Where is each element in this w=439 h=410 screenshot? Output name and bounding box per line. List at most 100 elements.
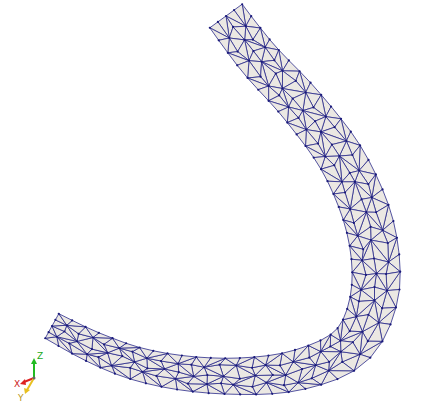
mesh-vertex bbox=[371, 196, 373, 198]
mesh-triangle bbox=[343, 309, 356, 320]
mesh-vertex bbox=[373, 299, 375, 301]
mesh-vertex bbox=[285, 374, 287, 376]
mesh-vertex bbox=[228, 37, 230, 39]
mesh-vertex bbox=[355, 316, 357, 318]
mesh-triangle bbox=[341, 341, 353, 352]
mesh-vertex bbox=[160, 386, 162, 388]
mesh-vertex bbox=[357, 235, 359, 237]
mesh-vertex bbox=[192, 391, 194, 393]
mesh-vertex bbox=[235, 364, 237, 366]
mesh-vertex bbox=[346, 308, 348, 310]
mesh-triangle bbox=[297, 130, 307, 146]
mesh-vertex bbox=[91, 348, 93, 350]
mesh-vertex bbox=[208, 392, 210, 394]
mesh-vertex bbox=[370, 239, 372, 241]
mesh-vertex bbox=[320, 131, 322, 133]
mesh-vertex bbox=[342, 319, 344, 321]
mesh-triangle bbox=[225, 358, 240, 365]
mesh-vertex bbox=[85, 360, 87, 362]
mesh-vertex bbox=[260, 61, 262, 63]
mesh-vertex bbox=[328, 361, 330, 363]
mesh-vertex bbox=[139, 346, 141, 348]
mesh-vertex bbox=[336, 378, 338, 380]
mesh-vertex bbox=[227, 52, 229, 54]
mesh-triangle bbox=[207, 383, 225, 394]
mesh-vertex bbox=[246, 77, 248, 79]
mesh-triangle bbox=[306, 130, 319, 146]
mesh-triangle bbox=[178, 364, 194, 377]
mesh-vertex bbox=[190, 364, 192, 366]
mesh-triangle bbox=[328, 181, 342, 194]
mesh-vertex bbox=[224, 357, 226, 359]
mesh-vertex bbox=[68, 342, 70, 344]
mesh-triangle bbox=[350, 246, 363, 260]
mesh-triangle bbox=[359, 290, 375, 302]
mesh-vertex bbox=[338, 155, 340, 157]
mesh-vertex bbox=[44, 337, 46, 339]
mesh-vertex bbox=[396, 237, 398, 239]
mesh-vertex bbox=[281, 352, 283, 354]
mesh-vertex bbox=[152, 350, 154, 352]
mesh-vertex bbox=[395, 306, 397, 308]
mesh-vertex bbox=[265, 381, 267, 383]
mesh-vertex bbox=[92, 336, 94, 338]
mesh-vertex bbox=[129, 378, 131, 380]
mesh-vertex bbox=[278, 94, 280, 96]
mesh-triangle bbox=[86, 327, 99, 338]
mesh-vertex bbox=[275, 72, 277, 74]
mesh-triangle bbox=[325, 145, 339, 157]
mesh-vertex bbox=[398, 288, 400, 290]
mesh-vertex bbox=[381, 340, 383, 342]
mesh-vertex bbox=[245, 25, 247, 27]
mesh-vertex bbox=[103, 343, 105, 345]
mesh-vertex bbox=[349, 208, 351, 210]
mesh-vertex bbox=[237, 51, 239, 53]
mesh-vertex bbox=[209, 27, 211, 29]
mesh-vertex bbox=[84, 326, 86, 328]
mesh-triangle bbox=[321, 165, 342, 182]
mesh-triangle bbox=[339, 207, 351, 220]
mesh-triangle bbox=[387, 272, 400, 291]
mesh-vertex bbox=[278, 49, 280, 51]
mesh-triangle bbox=[371, 240, 389, 262]
mesh-vertex bbox=[239, 378, 241, 380]
mesh-vertex bbox=[292, 97, 294, 99]
mesh-triangle bbox=[248, 61, 261, 78]
mesh-vertex bbox=[312, 106, 314, 108]
mesh-triangle bbox=[219, 38, 230, 53]
mesh-vertex bbox=[341, 361, 343, 363]
mesh-vertex bbox=[264, 46, 266, 48]
mesh-vertex bbox=[77, 333, 79, 335]
mesh-vertex bbox=[344, 191, 346, 193]
mesh-vertex bbox=[345, 140, 347, 142]
mesh-vertex bbox=[251, 367, 253, 369]
mesh-vertex bbox=[131, 351, 133, 353]
mesh-vertex bbox=[177, 363, 179, 365]
mesh-vertex bbox=[58, 313, 60, 315]
mesh-vertex bbox=[297, 117, 299, 119]
mesh-vertex bbox=[259, 27, 261, 29]
mesh-vertex bbox=[351, 284, 353, 286]
mesh-vertex bbox=[287, 106, 289, 108]
mesh-vertex bbox=[66, 324, 68, 326]
mesh-vertex bbox=[195, 356, 197, 358]
mesh-triangle bbox=[143, 369, 165, 376]
mesh-vertex bbox=[267, 100, 269, 102]
mesh-triangle bbox=[72, 354, 87, 361]
mesh-vertex bbox=[114, 373, 116, 375]
mesh-vertex bbox=[326, 180, 328, 182]
mesh-triangle bbox=[293, 346, 309, 362]
mesh-vertex bbox=[252, 39, 254, 41]
mesh-vertex bbox=[367, 183, 369, 185]
mesh-vertex bbox=[63, 330, 65, 332]
mesh-vertex bbox=[283, 384, 285, 386]
axis-label: X bbox=[14, 380, 20, 389]
mesh-triangle bbox=[59, 314, 72, 326]
mesh-vertex bbox=[111, 337, 113, 339]
mesh-vertex bbox=[273, 59, 275, 61]
mesh-vertex bbox=[206, 374, 208, 376]
mesh-triangle bbox=[308, 341, 320, 352]
mesh-vertex bbox=[56, 336, 58, 338]
